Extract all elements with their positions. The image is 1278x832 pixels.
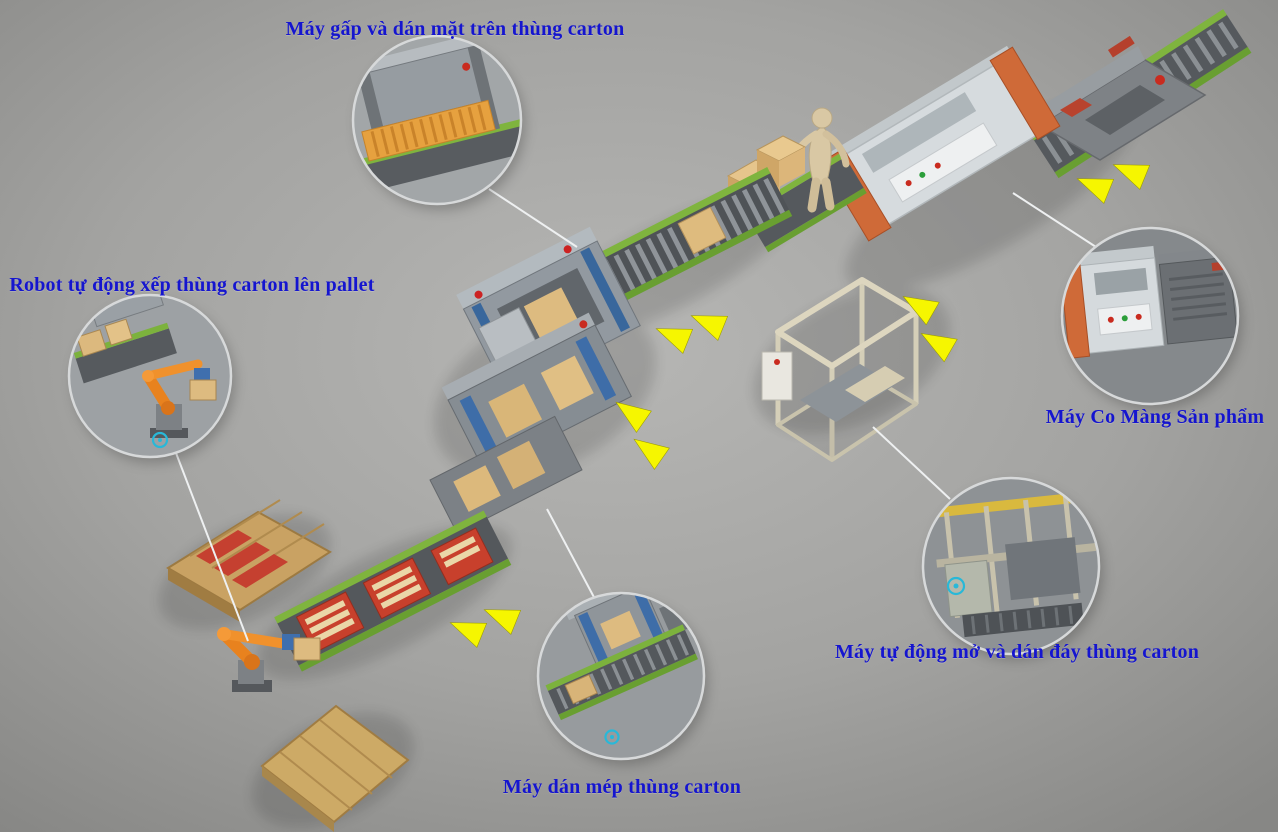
- empty-pallet: [260, 704, 410, 832]
- corner-machine: [1033, 35, 1207, 161]
- discharge-section: [429, 415, 583, 535]
- callout-shrink-art: [1062, 245, 1238, 359]
- callout-ring: [1060, 226, 1240, 406]
- label-palletizing-robot: Robot tự động xếp thùng carton lên palle…: [9, 274, 375, 296]
- callout-shrink-wrapper: [1060, 226, 1242, 410]
- callout-edge-sealer: [536, 591, 708, 765]
- pallet-red-cartons: [166, 499, 332, 622]
- callout-top-sealer-art: [353, 36, 521, 197]
- carton-erector-machine: [761, 277, 919, 462]
- callout-top-sealer: [351, 34, 525, 210]
- callout-palletizing-robot: [67, 293, 235, 463]
- brand-logo-icon: [151, 431, 169, 449]
- callout-ring: [536, 591, 706, 761]
- connector-top-sealer: [488, 188, 578, 248]
- connector-palletizing-robot: [175, 452, 249, 642]
- magazine-conveyor: [274, 510, 512, 672]
- label-carton-erector: Máy tự động mở và dán đáy thùng carton: [834, 641, 1200, 663]
- callout-robot-art: [73, 295, 217, 449]
- label-edge-sealer: Máy dán mép thùng carton: [502, 776, 742, 798]
- connector-carton-erector: [872, 426, 951, 500]
- connector-edge-sealer: [546, 508, 597, 602]
- callout-ring: [921, 476, 1101, 656]
- brand-logo-icon: [946, 576, 966, 596]
- callout-ring: [351, 34, 523, 206]
- callout-erector-art: [930, 491, 1097, 638]
- flap-folder-unit: [441, 307, 633, 472]
- connector-shrink-wrapper: [1012, 192, 1097, 248]
- callout-ring: [67, 293, 233, 459]
- palletizing-robot: [217, 627, 321, 692]
- label-top-sealer: Máy gấp và dán mặt trên thùng carton: [285, 18, 625, 40]
- label-shrink-wrapper: Máy Co Màng Sản phẩm: [1045, 406, 1265, 428]
- brand-logo-icon: [604, 729, 620, 745]
- callout-carton-erector: [921, 476, 1103, 660]
- callout-connector-lines: [175, 188, 1097, 642]
- shrink-tunnel-machine: [820, 45, 1061, 242]
